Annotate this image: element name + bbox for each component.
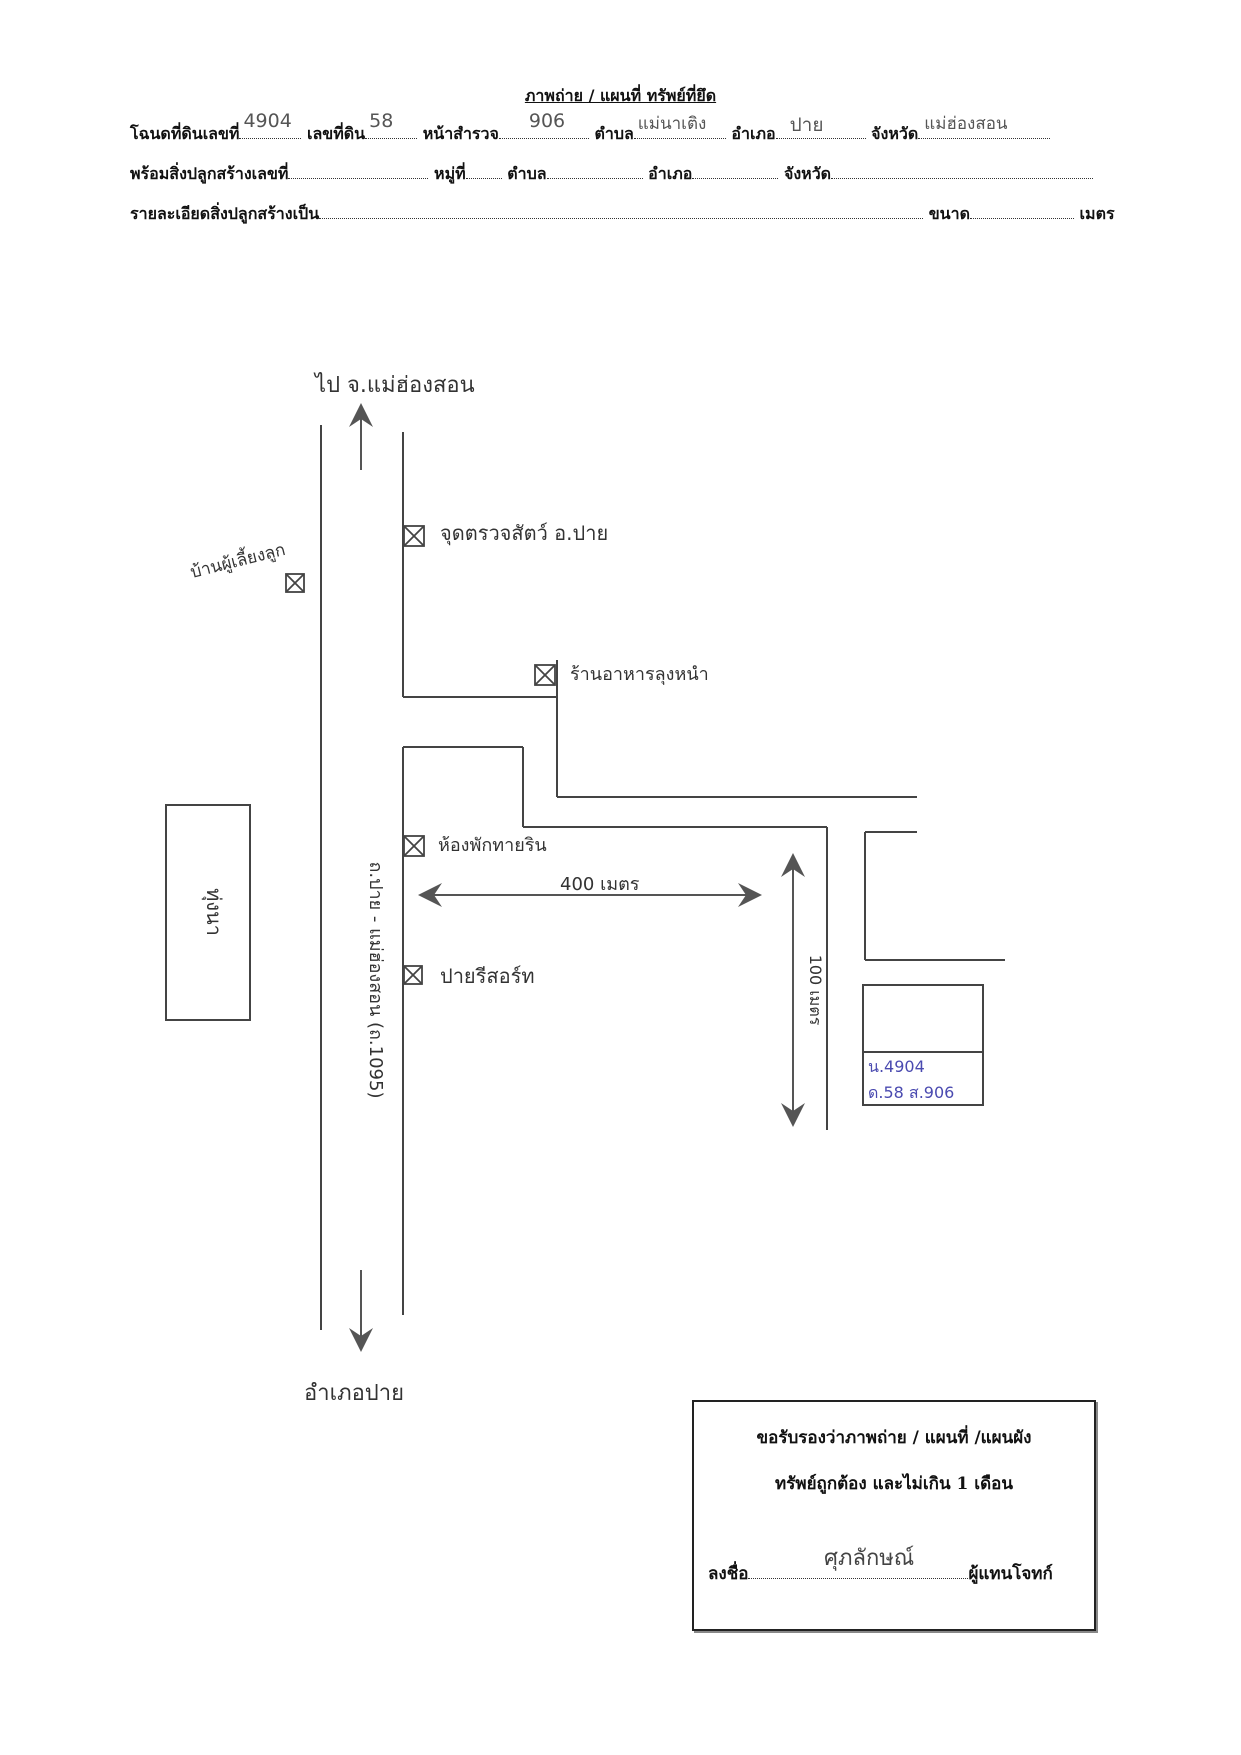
district-label: อำเภอ	[731, 124, 776, 143]
land-no-value: 58	[369, 110, 394, 132]
marker-house	[285, 573, 305, 593]
land-no-label: เลขที่ดิน	[307, 124, 366, 143]
header-row-building: พร้อมสิ่งปลูกสร้างเลขที่ หมู่ที่ ตำบล อำ…	[130, 162, 1094, 187]
certification-line-2: ทรัพย์ถูกต้อง และไม่เกิน 1 เดือน	[775, 1474, 1013, 1494]
subdistrict-value: แม่นาเติง	[637, 114, 707, 134]
survey-label: หน้าสำรวจ	[422, 124, 499, 143]
signer-role: ผู้แทนโจทก์	[968, 1564, 1053, 1584]
label-checkpoint: จุดตรวจสัตว์ อ.ปาย	[440, 521, 608, 546]
deed-value: 4904	[243, 110, 292, 132]
label-parcel-detail: ด.58 ส.906	[868, 1083, 954, 1102]
page-title: ภาพถ่าย / แผนที่ ทรัพย์ที่ยึด	[524, 86, 717, 105]
label-distance-vertical: 100 เมตร	[806, 955, 825, 1026]
rice-field-box	[165, 804, 251, 1021]
signature-row: ลงชื่อ ผู้แทนโจทก์	[708, 1560, 1053, 1587]
label-guesthouse: ห้องพักทายริน	[438, 835, 547, 856]
size-label: ขนาด	[928, 204, 970, 223]
label-resort: ปายรีสอร์ท	[440, 964, 535, 988]
label-distance-horizontal: 400 เมตร	[560, 874, 640, 895]
direction-arrows	[349, 403, 805, 1352]
certification-line-1: ขอรับรองว่าภาพถ่าย / แผนที่ /แผนผัง	[756, 1428, 1032, 1448]
road-lines	[165, 425, 1005, 1330]
row2-province-label: จังหวัด	[783, 164, 832, 183]
detail-label: รายละเอียดสิ่งปลูกสร้างเป็น	[130, 204, 320, 223]
signature: ศุภลักษณ์	[824, 1546, 915, 1571]
label-parcel-deed: น.4904	[868, 1057, 925, 1076]
row2-subdistrict-label: ตำบล	[507, 164, 547, 183]
province-label: จังหวัด	[871, 124, 919, 143]
label-road-name: ถ.ปาย - แม่ฮ่องสอน (ถ.1095)	[365, 862, 386, 1099]
building-no-label: พร้อมสิ่งปลูกสร้างเลขที่	[130, 164, 289, 183]
label-to-north: ไป จ.แม่ฮ่องสอน	[313, 372, 475, 398]
district-value: ปาย	[789, 114, 824, 136]
label-rice-field: ทุ่งนา	[201, 888, 226, 936]
survey-value: 906	[528, 110, 566, 132]
province-value: แม่ฮ่องสอน	[924, 114, 1008, 134]
label-to-south: อำเภอปาย	[304, 1381, 404, 1406]
header-row-detail: รายละเอียดสิ่งปลูกสร้างเป็น ขนาด เมตร	[130, 202, 1115, 227]
sign-label: ลงชื่อ	[708, 1564, 749, 1584]
deed-label: โฉนดที่ดินเลขที่	[130, 124, 240, 143]
unit-label: เมตร	[1079, 204, 1115, 223]
row2-district-label: อำเภอ	[648, 164, 693, 183]
landmark-markers	[285, 525, 556, 985]
moo-label: หมู่ที่	[434, 164, 466, 183]
marker-checkpoint	[403, 525, 425, 547]
subdistrict-label: ตำบล	[594, 124, 634, 143]
parcel-box	[862, 984, 984, 1106]
label-house: บ้านผู้เลี้ยงลูก	[188, 537, 288, 583]
label-restaurant: ร้านอาหารลุงหนำ	[570, 664, 709, 685]
marker-resort	[403, 965, 423, 985]
certification-box: ขอรับรองว่าภาพถ่าย / แผนที่ /แผนผัง ทรัพ…	[692, 1400, 1096, 1631]
marker-restaurant	[534, 664, 556, 686]
marker-guesthouse	[403, 835, 425, 857]
